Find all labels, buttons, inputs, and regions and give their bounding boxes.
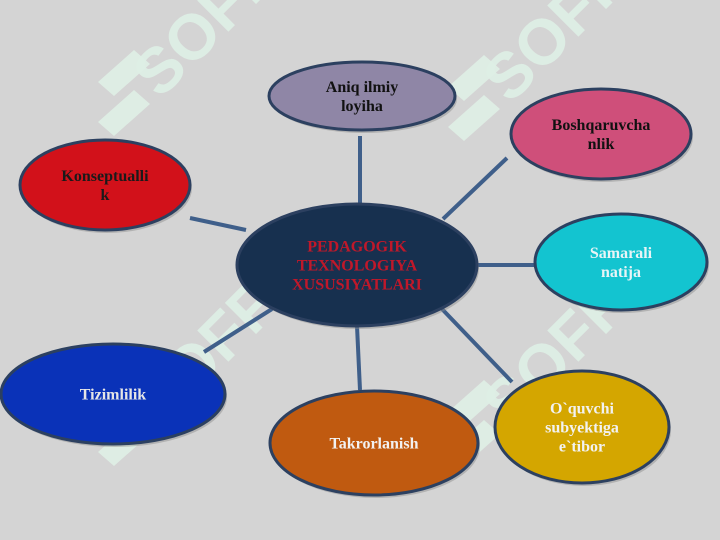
node-samarali: Samarali natija: [533, 212, 709, 313]
node-label-line: PEDAGOGIK: [307, 239, 407, 256]
node-label-line: Tizimlilik: [80, 387, 146, 404]
node-ellipse: [533, 212, 709, 312]
node-ellipse: [268, 389, 480, 497]
node-oquvchi: O`quvchi subyektiga e`tibor: [493, 369, 671, 486]
connector-line: [441, 156, 509, 221]
node-label-line: Takrorlanish: [330, 436, 419, 453]
connector-line: [202, 307, 274, 354]
watermark-text: SOFF: [119, 0, 291, 110]
node-ellipse: [18, 138, 192, 232]
node-aniq: Aniq ilmiy loyiha: [267, 60, 457, 133]
node-label-line: O`quvchi: [550, 401, 615, 418]
node-ellipse: [0, 342, 227, 446]
node-ellipse: [493, 369, 671, 485]
node-boshqaruv: Boshqaruvcha nlik: [509, 87, 693, 182]
node-label-line: k: [101, 187, 110, 204]
connector-line: [440, 307, 514, 384]
connectors: [189, 136, 534, 391]
node-label-line: subyektiga: [545, 420, 619, 437]
node-ellipse: [267, 60, 457, 132]
node-label-line: XUSUSIYATLARI: [292, 277, 422, 294]
connector-line: [189, 216, 247, 232]
watermark-logo: SOFF: [98, 0, 291, 136]
node-center: PEDAGOGIK TEXNOLOGIYA XUSUSIYATLARI: [235, 202, 479, 329]
watermark-mark-icon: [448, 55, 500, 141]
node-label-line: TEXNOLOGIYA: [297, 258, 418, 275]
node-label-line: natija: [601, 264, 641, 281]
node-label-line: e`tibor: [559, 439, 605, 456]
node-label-line: nlik: [588, 136, 615, 153]
watermark-mark-icon: [98, 50, 150, 136]
node-konsept: Konseptualli k: [18, 138, 192, 233]
node-label-line: Aniq ilmiy: [326, 79, 398, 96]
connector-line: [355, 325, 362, 391]
node-label-line: loyiha: [341, 98, 383, 115]
node-label-line: Samarali: [590, 245, 653, 262]
node-label-line: Boshqaruvcha: [552, 117, 651, 134]
node-takror: Takrorlanish: [268, 389, 480, 498]
node-ellipse: [235, 202, 479, 328]
node-label-line: Konseptualli: [61, 168, 149, 185]
node-ellipse: [509, 87, 693, 181]
node-tizim: Tizimlilik: [0, 342, 227, 447]
